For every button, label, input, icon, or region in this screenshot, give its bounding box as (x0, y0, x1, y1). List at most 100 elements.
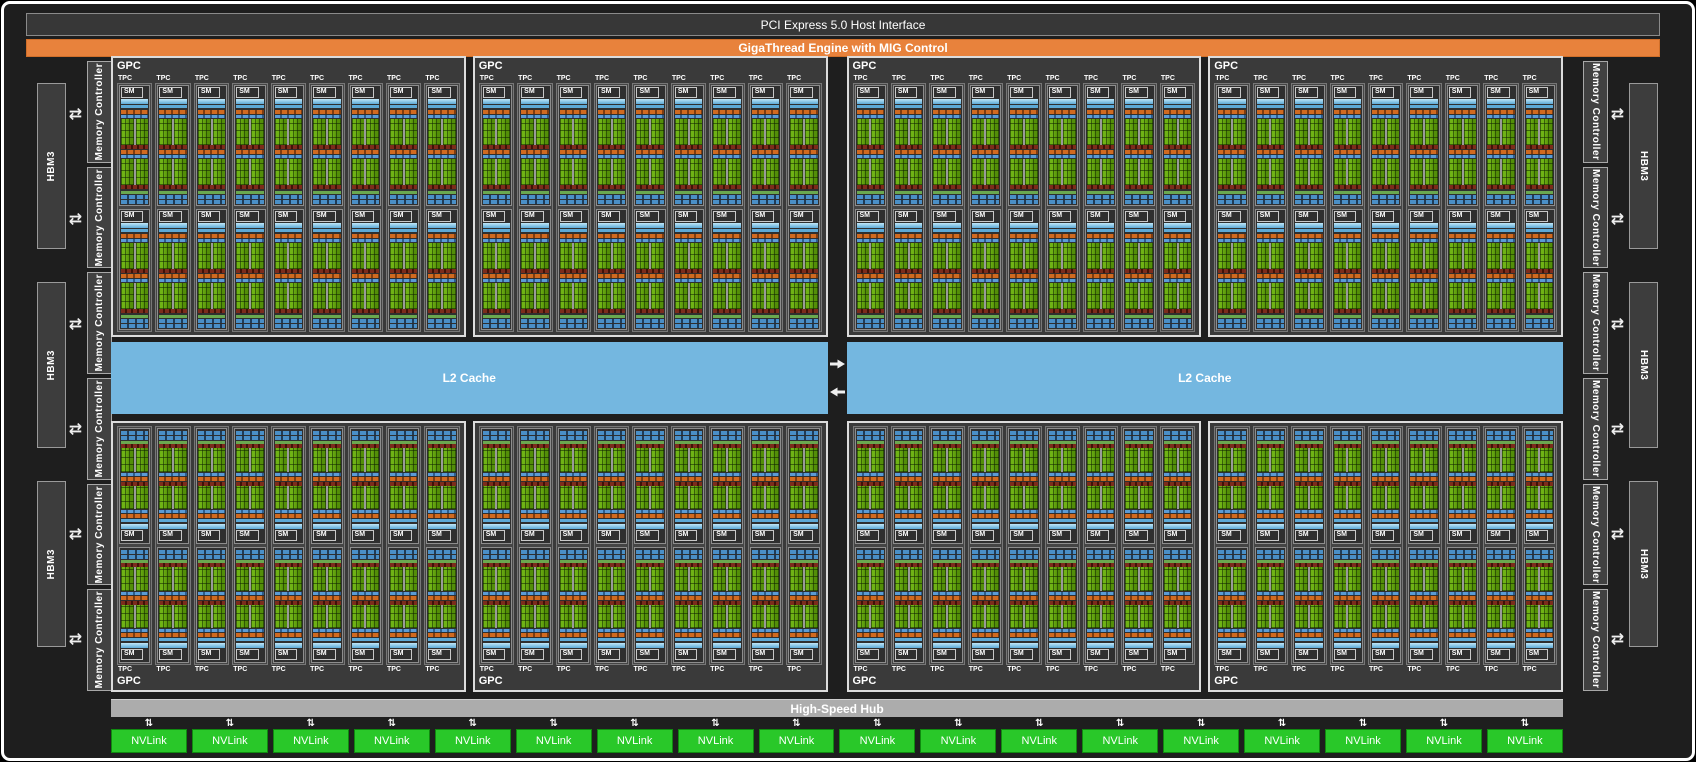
cuda-core-column (1256, 243, 1270, 269)
sm-l1-cache-bar (933, 524, 961, 529)
sm-label: SM (1256, 87, 1280, 98)
core-array (894, 119, 923, 145)
cuda-core-column (674, 567, 688, 591)
sm-label: SM (1163, 530, 1187, 541)
tensor-core-stripe (1410, 185, 1438, 189)
sm-scheduler-bar (971, 105, 1000, 108)
register-file-stripe (1010, 510, 1038, 513)
sm-label: SM (313, 87, 336, 98)
register-file-stripe (1525, 629, 1554, 632)
tensor-core-stripe (1333, 600, 1361, 605)
sm-block: SM (931, 428, 963, 544)
sm-processing-block (1295, 110, 1323, 149)
sm-block: SM (931, 209, 963, 330)
sm-tex-stripe (313, 191, 341, 194)
cuda-core-column (135, 485, 149, 509)
sm-l1-data-bar (1010, 319, 1038, 323)
sm-processing-block (159, 444, 187, 481)
tensor-core-stripe (1087, 600, 1115, 605)
cuda-core-column (1371, 567, 1385, 591)
tensor-core-stripe (159, 481, 187, 486)
cuda-core-column (689, 485, 703, 509)
cuda-core-column (1271, 485, 1285, 509)
register-file-stripe (598, 279, 626, 282)
cuda-core-column (482, 604, 496, 628)
sm-scheduler-bar (1010, 638, 1038, 641)
core-array (1525, 485, 1554, 509)
cuda-core-column (1501, 485, 1515, 509)
core-array (674, 243, 703, 269)
cuda-core-column (986, 243, 1000, 269)
core-array (713, 243, 741, 269)
tensor-core-stripe (313, 309, 341, 313)
sm-label: SM (274, 211, 298, 222)
sm-l1-cache-bar (1371, 99, 1400, 104)
core-array (894, 243, 923, 269)
warp-scheduler-stripe (856, 476, 884, 481)
tensor-core-stripe (1125, 600, 1153, 605)
sm-scheduler-bar (1087, 638, 1115, 641)
sm-l1-data-bar (313, 436, 341, 440)
cuda-core-column (1371, 604, 1385, 628)
sm-l1-data-bar (713, 555, 741, 559)
tensor-core-stripe (1010, 600, 1038, 605)
sm-tex-stripe (598, 560, 626, 563)
sm-l1-cache-bar (482, 223, 511, 228)
core-array (933, 243, 961, 269)
sm-l1-cache-bar (197, 524, 226, 529)
warp-scheduler-stripe (1125, 274, 1153, 278)
register-file-stripe (521, 591, 549, 595)
sm-processing-block (1333, 600, 1361, 637)
cuda-core-column (482, 448, 496, 472)
sm-tex-stripe (1087, 560, 1115, 563)
sm-tex-stripe (1010, 441, 1038, 444)
bidirectional-arrow-icon: ⇄ (68, 523, 83, 543)
cuda-core-column (197, 159, 211, 185)
tensor-core-stripe (1410, 563, 1438, 567)
sm-l1-cache-bar (1048, 99, 1077, 104)
sm-scheduler-bar (1487, 638, 1515, 641)
core-array (1410, 243, 1438, 269)
sm-l1-data-bar (1525, 436, 1554, 440)
cuda-core-column (728, 119, 741, 145)
memory-controller-block: Memory Controller (87, 272, 112, 375)
cuda-core-column (236, 448, 249, 472)
nvlink-block: NVLink (1163, 729, 1240, 753)
sm-block: SM (387, 85, 420, 206)
sm-l1-data-bar (159, 555, 187, 559)
sm-l1-cache-bar (559, 524, 588, 529)
sm-block: SM (1085, 428, 1117, 544)
tpc-label: TPC (156, 666, 171, 673)
warp-scheduler-stripe (751, 476, 780, 481)
core-array (1487, 485, 1515, 509)
memory-controller-label: Memory Controller (94, 274, 105, 372)
cuda-core-column (135, 243, 149, 269)
sm-processing-block (351, 110, 379, 149)
tpc-label: TPC (633, 666, 648, 673)
hbm3-label: HBM3 (46, 548, 57, 580)
sm-label: SM (1410, 649, 1433, 660)
warp-scheduler-stripe (313, 234, 341, 238)
sm-label: SM (1448, 87, 1472, 98)
cuda-core-column (1218, 485, 1231, 509)
sm-l1-cache-bar (1218, 223, 1246, 228)
tensor-core-stripe (274, 269, 303, 273)
cuda-core-column (327, 119, 341, 145)
sm-l1-cache-bar (894, 524, 923, 529)
cuda-core-column (135, 448, 149, 472)
cuda-core-column (651, 243, 664, 269)
core-array (428, 283, 456, 309)
cuda-core-column (1232, 243, 1246, 269)
cuda-core-column (313, 283, 326, 309)
sm-l1-data-bar (971, 436, 1000, 440)
warp-scheduler-stripe (894, 595, 923, 600)
sm-l1-data-bar (1295, 319, 1323, 323)
warp-scheduler-stripe (933, 110, 961, 114)
cuda-core-column (1448, 159, 1462, 185)
warp-scheduler-stripe (521, 150, 549, 154)
sm-shared-mem-bar (751, 324, 780, 328)
tensor-core-stripe (521, 145, 549, 149)
